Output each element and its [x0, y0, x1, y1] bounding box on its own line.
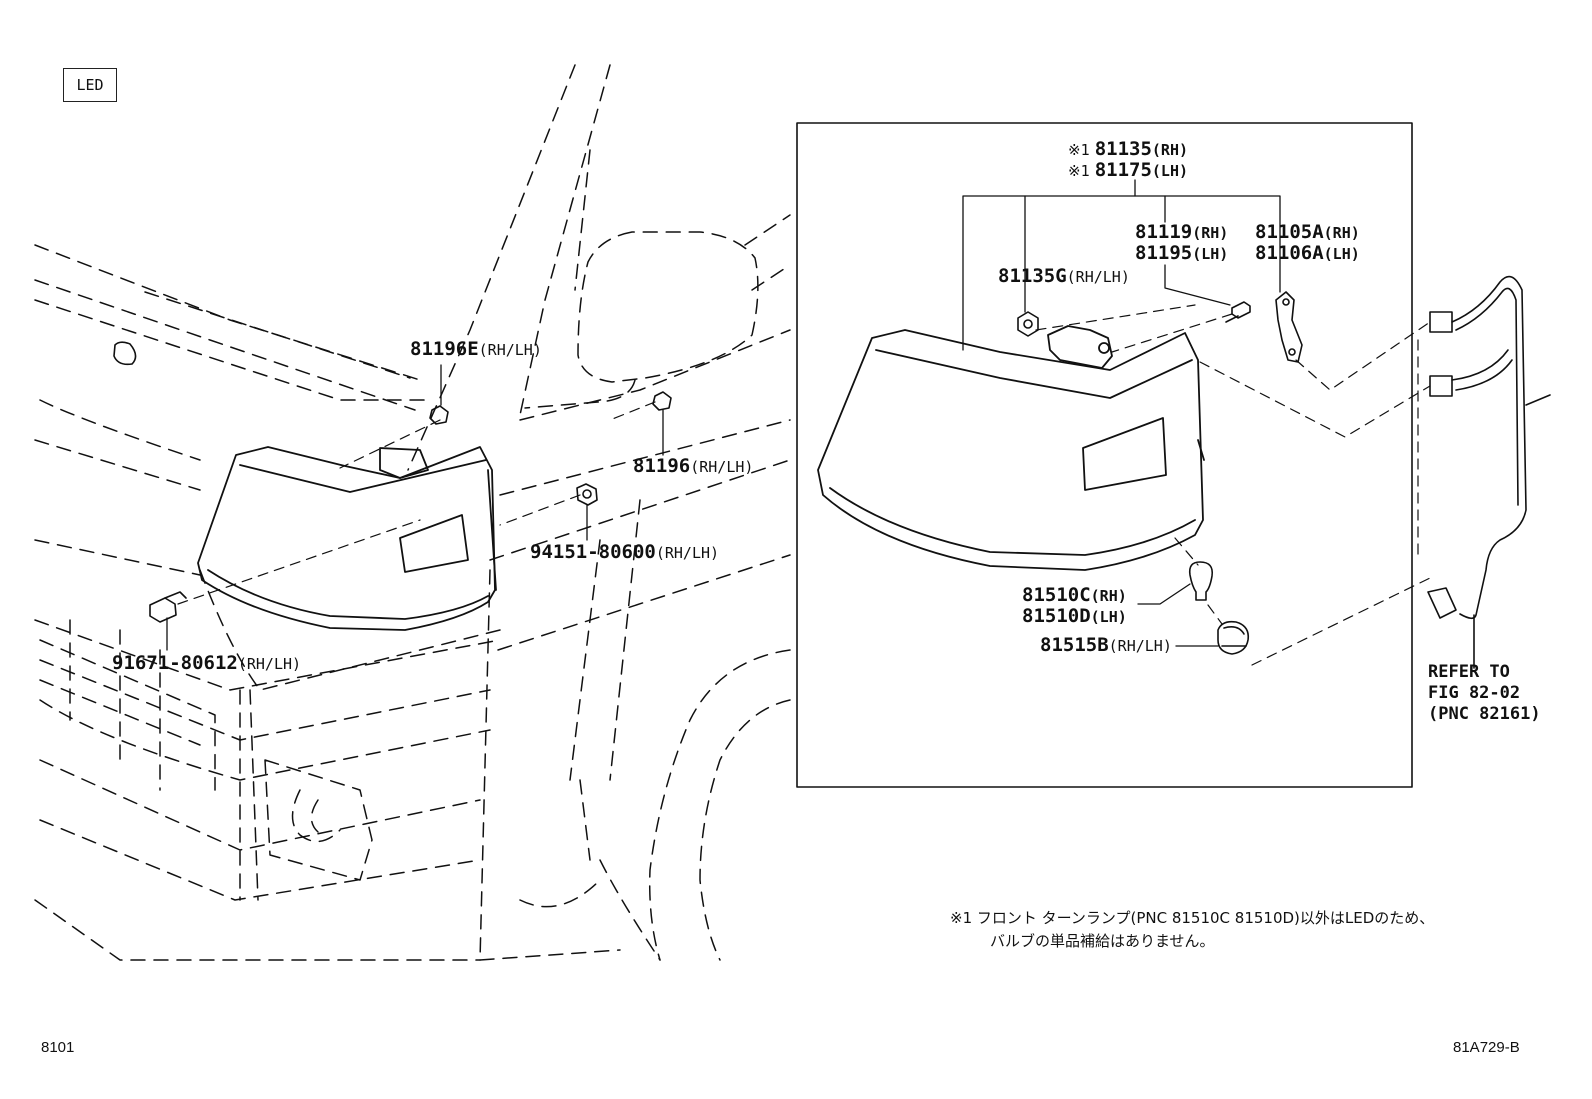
leader-lines-left — [166, 364, 664, 651]
part-suffix: (RH) — [1192, 224, 1229, 242]
label-bracket-lh[interactable]: 81106A(LH) — [1255, 244, 1360, 263]
label-bulb-socket[interactable]: 81515B(RH/LH) — [1040, 636, 1172, 655]
footnote-mark: ※1 — [950, 909, 973, 927]
part-suffix: (RH/LH) — [1066, 268, 1130, 286]
footnote: ※1 フロント ターンランプ(PNC 81510C 81510D)以外はLEDの… — [950, 907, 1434, 930]
part-suffix: (RH/LH) — [655, 544, 720, 562]
label-nut[interactable]: 94151-80600(RH/LH) — [530, 543, 719, 562]
refer-line-3: (PNC 82161) — [1428, 704, 1541, 724]
label-screw-lh[interactable]: 81195(LH) — [1135, 244, 1228, 263]
part-suffix: (RH/LH) — [478, 341, 542, 359]
part-number: 91671-80612 — [112, 652, 238, 674]
part-number: 81106A — [1255, 242, 1324, 264]
part-suffix: (LH) — [1192, 245, 1229, 263]
part-number: 81135 — [1094, 138, 1152, 160]
washer-nozzle-icon — [113, 341, 137, 366]
part-number: 81135G — [998, 265, 1067, 287]
label-screw-rh[interactable]: 81119(RH) — [1135, 223, 1228, 242]
footnote-continuation: バルブの単品補給はありません。 — [990, 930, 1215, 953]
note-mark: ※1 — [1068, 141, 1090, 159]
label-clip-81196[interactable]: 81196(RH/LH) — [633, 457, 753, 476]
part-suffix: (LH) — [1090, 608, 1127, 626]
clip-81196-icon — [652, 391, 672, 411]
footnote-line-1: フロント ターンランプ(PNC 81510C 81510D)以外はLEDのため、 — [976, 909, 1435, 927]
part-suffix: (LH) — [1323, 245, 1360, 263]
label-bulb-rh[interactable]: 81510C(RH) — [1022, 586, 1127, 605]
callout-bracket — [962, 179, 1281, 351]
label-bracket-rh[interactable]: 81105A(RH) — [1255, 223, 1360, 242]
assembly-lines-right — [1035, 304, 1431, 666]
wire-harness-icon — [1427, 275, 1551, 669]
part-number: 81510C — [1022, 584, 1091, 606]
illustration-id: 81A729-B — [1453, 1039, 1520, 1056]
refer-line-1: REFER TO — [1428, 662, 1510, 682]
nut-94151-icon — [576, 483, 598, 506]
assembly-lines-left — [177, 401, 656, 605]
part-number: 94151-80600 — [530, 541, 656, 563]
label-lamp-lh[interactable]: ※1 81175(LH) — [1068, 161, 1188, 180]
label-bulb-lh[interactable]: 81510D(LH) — [1022, 607, 1127, 626]
label-socket-81135g[interactable]: 81135G(RH/LH) — [998, 267, 1130, 286]
vehicle-body-outline — [34, 64, 791, 961]
refer-line-2: FIG 82-02 — [1428, 683, 1521, 703]
bracket-81105a-icon — [1275, 291, 1303, 363]
label-lamp-rh[interactable]: ※1 81135(RH) — [1068, 140, 1188, 159]
label-bolt[interactable]: 91671-80612(RH/LH) — [112, 654, 301, 673]
part-number: 81515B — [1040, 634, 1109, 656]
refer-to-note[interactable]: REFER TO FIG 82-02 (PNC 82161) — [1428, 662, 1541, 725]
clip-81196e-icon — [429, 405, 449, 425]
part-suffix: (RH) — [1090, 587, 1127, 605]
part-number: 81196 — [633, 455, 691, 477]
headlamp-assembly-left-icon — [197, 446, 497, 631]
note-mark: ※1 — [1068, 162, 1090, 180]
bolt-91671-icon — [149, 591, 187, 623]
bulb-socket-81515b-icon — [1217, 620, 1250, 655]
fig-number: 8101 — [41, 1039, 75, 1056]
part-number: 81119 — [1135, 221, 1193, 243]
part-suffix: (RH/LH) — [690, 458, 754, 476]
headlamp-assembly-right-icon — [817, 325, 1205, 571]
socket-81135g-icon — [1017, 311, 1039, 337]
leader-lines-right — [1137, 583, 1219, 647]
part-suffix: (RH) — [1323, 224, 1360, 242]
part-number: 81510D — [1022, 605, 1091, 627]
part-suffix: (RH/LH) — [237, 655, 302, 673]
detail-inset-frame — [796, 122, 1413, 788]
footnote-line-2: バルブの単品補給はありません。 — [990, 932, 1215, 950]
part-number: 81175 — [1094, 159, 1152, 181]
bulb-81510c-icon — [1188, 561, 1214, 601]
part-suffix: (LH) — [1151, 162, 1189, 180]
part-number: 81196E — [410, 338, 479, 360]
legend-tag: LED — [63, 68, 117, 102]
part-number: 81105A — [1255, 221, 1324, 243]
part-suffix: (RH/LH) — [1108, 637, 1172, 655]
part-suffix: (RH) — [1151, 141, 1189, 159]
part-number: 81195 — [1135, 242, 1193, 264]
label-clip-81196e[interactable]: 81196E(RH/LH) — [410, 340, 542, 359]
